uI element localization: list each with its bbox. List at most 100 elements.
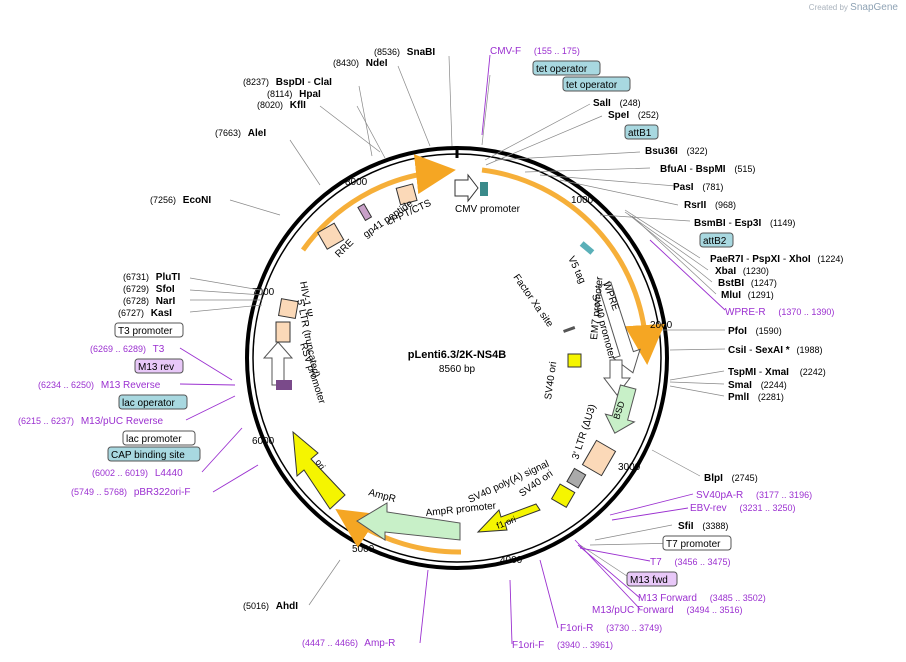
svg-text:M13/pUC Forward (3494 .. 3516): M13/pUC Forward (3494 .. 3516) — [592, 605, 743, 616]
plasmid-length: 8560 bp — [439, 364, 476, 375]
box-t3-promoter: T3 promoter — [118, 326, 173, 337]
watermark-brand: SnapGene — [850, 2, 898, 13]
svg-text:SpeI (252): SpeI (252) — [608, 110, 659, 121]
svg-text:(6234 .. 6250) M13 Reverse: (6234 .. 6250) M13 Reverse — [38, 380, 161, 391]
feature-shapes — [262, 173, 641, 541]
box-t7-promoter: T7 promoter — [666, 539, 721, 550]
primer-m13-forward: M13 Forward — [638, 593, 697, 604]
ltr3-box — [581, 439, 617, 477]
svg-text:(4447 .. 4466) Amp-R: (4447 .. 4466) Amp-R — [302, 638, 395, 649]
rre-box — [317, 222, 345, 250]
svg-text:T7 (3456 .. 3475): T7 (3456 .. 3475) — [650, 557, 731, 568]
svg-text:(8536) SnaBI: (8536) SnaBI — [374, 47, 435, 58]
enz-smai: SmaI — [728, 380, 752, 391]
box-attb2: attB2 — [703, 236, 727, 247]
svg-text:MluI (1291): MluI (1291) — [721, 290, 774, 301]
svg-text:(6727) KasI: (6727) KasI — [118, 308, 172, 319]
enz-sfii: SfiI — [678, 521, 694, 532]
wpre-arrow — [597, 281, 641, 374]
primer-t7: T7 — [650, 557, 662, 568]
svg-text:(5016) AhdI: (5016) AhdI — [243, 601, 298, 612]
svg-text:(6729) SfoI: (6729) SfoI — [123, 284, 175, 295]
watermark-created-by: Created by — [808, 3, 848, 12]
box-lac-operator: lac operator — [122, 398, 175, 409]
box-cap-binding-site: CAP binding site — [111, 450, 185, 461]
svg-text:EBV-rev (3231 .. 3250): EBV-rev (3231 .. 3250) — [690, 503, 796, 514]
svg-text:(8114) HpaI: (8114) HpaI — [267, 89, 321, 100]
connector-lines — [189, 55, 726, 606]
enz-ahdi: AhdI — [276, 601, 298, 612]
svg-text:F1ori-F (3940 .. 3961): F1ori-F (3940 .. 3961) — [512, 640, 613, 651]
enz-econi: EcoNI — [183, 195, 212, 206]
primer-wpre-r: WPRE-R — [725, 307, 766, 318]
tick-7000: 7000 — [252, 287, 275, 298]
tick-8000: 8000 — [345, 177, 368, 188]
primer-m13-reverse: M13 Reverse — [101, 380, 161, 391]
plasmid-name: pLenti6.3/2K-NS4B — [408, 349, 506, 361]
hiv-psi-box — [277, 298, 299, 320]
enz-mlui: MluI — [721, 290, 741, 301]
svg-text:RsrII (968): RsrII (968) — [684, 200, 736, 211]
svg-text:(6215 .. 6237) M13/pUC Reverse: (6215 .. 6237) M13/pUC Reverse — [18, 416, 164, 427]
primer-f1ori-r: F1ori-R — [560, 623, 593, 634]
svg-text:TspMI - XmaI (2242): TspMI - XmaI (2242) — [728, 367, 826, 378]
enz-bsmbi: BsmBI — [694, 218, 726, 229]
f1-ori-arrow — [476, 503, 541, 533]
svg-text:SmaI (2244): SmaI (2244) — [728, 380, 787, 391]
tick-1000: 1000 — [571, 195, 594, 206]
sv40-ori-inner-box — [567, 353, 582, 368]
label-v5-tag: V5 tag — [565, 255, 587, 286]
enzymes-right: SalI (248) SpeI (252) Bsu36I (322) BfuAI… — [593, 98, 843, 532]
svg-text:Bsu36I (322): Bsu36I (322) — [645, 146, 708, 157]
sv40-ori-box — [550, 483, 576, 508]
enz-bspdi: BspDI — [276, 77, 305, 88]
svg-text:(6728) NarI: (6728) NarI — [123, 296, 175, 307]
enz-nari: NarI — [156, 296, 176, 307]
cppt-box — [395, 183, 418, 206]
enz-blpi: BlpI — [704, 473, 723, 484]
enz-spei: SpeI — [608, 110, 629, 121]
primer-l4440: L4440 — [155, 468, 183, 479]
svg-text:(8020) KflI: (8020) KflI — [257, 100, 306, 111]
ltr5-box — [276, 380, 292, 390]
tick-4000: 4000 — [500, 555, 523, 566]
enz-rsrii: RsrII — [684, 200, 706, 211]
svg-text:(8237) BspDI - ClaI: (8237) BspDI - ClaI — [243, 77, 332, 88]
svg-text:PasI (781): PasI (781) — [673, 182, 723, 193]
svg-text:(6002 .. 6019) L4440: (6002 .. 6019) L4440 — [92, 468, 183, 479]
enz-alei: AleI — [248, 128, 267, 139]
label-sv40-ori-inner: SV40 ori — [543, 361, 559, 401]
enz-pmli: PmlI — [728, 392, 749, 403]
boxed-labels: tet operator tet operator attB1 attB2 T7… — [107, 60, 734, 587]
svg-text:(6269 .. 6289) T3: (6269 .. 6289) T3 — [90, 344, 165, 355]
orange-arc-bottom — [335, 508, 462, 555]
orange-arc-top — [300, 154, 456, 252]
sv40-polya-box — [566, 467, 587, 489]
primer-t3: T3 — [153, 344, 165, 355]
box-attb1: attB1 — [628, 128, 652, 139]
svg-text:SV40pA-R (3177 .. 3196): SV40pA-R (3177 .. 3196) — [696, 490, 812, 501]
svg-text:(7663) AleI: (7663) AleI — [215, 128, 266, 139]
enz-pluti: PluTI — [156, 272, 181, 283]
enz-paer7i: PaeR7I — [710, 254, 744, 265]
enz-hpai: HpaI — [299, 89, 321, 100]
watermark: Created by SnapGene — [809, 2, 898, 13]
svg-text:(8430) NdeI: (8430) NdeI — [333, 58, 388, 69]
box-m13-rev: M13 rev — [138, 362, 174, 373]
svg-text:(7256) EcoNI: (7256) EcoNI — [150, 195, 211, 206]
tick-3000: 3000 — [618, 462, 641, 473]
enz-kasi: KasI — [151, 308, 172, 319]
svg-text:PmlI (2281): PmlI (2281) — [728, 392, 784, 403]
tick-labels: 1000 2000 3000 4000 5000 6000 7000 8000 — [252, 177, 673, 566]
tick-5000: 5000 — [352, 544, 375, 555]
cmv-promoter-arrow — [454, 173, 479, 203]
svg-text:BstBI (1247): BstBI (1247) — [718, 278, 777, 289]
svg-text:F1ori-R (3730 .. 3749): F1ori-R (3730 .. 3749) — [560, 623, 662, 634]
enz-bfuai: BfuAI — [660, 164, 687, 175]
primer-connectors — [179, 54, 726, 645]
label-factor-xa: Factor Xa site — [511, 272, 556, 329]
label-ori: ori — [313, 457, 327, 471]
svg-text:(5749 .. 5768) pBR322ori-F: (5749 .. 5768) pBR322ori-F — [71, 487, 191, 498]
tick-2000: 2000 — [650, 320, 673, 331]
